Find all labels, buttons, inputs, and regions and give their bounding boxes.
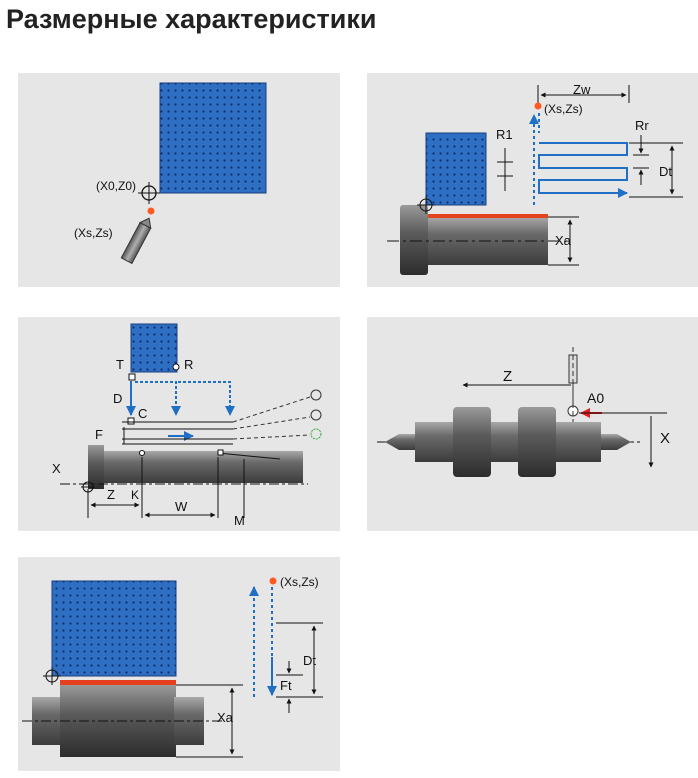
workpiece-block: [51, 580, 177, 677]
toolpath: [249, 586, 277, 697]
r1-label: R1: [496, 127, 513, 142]
dt-label: Dt: [659, 164, 672, 179]
start-point: [534, 102, 542, 110]
x-label: X: [52, 461, 61, 476]
center-right: [601, 434, 631, 450]
tool-start-point: [147, 207, 155, 215]
ft-label: Ft: [280, 678, 292, 693]
workpiece-block: [130, 323, 178, 373]
tool-label: (Xs,Zs): [74, 226, 113, 240]
origin-crosshair: [417, 196, 435, 214]
workpiece-block: [425, 132, 487, 206]
k-label: K: [131, 488, 139, 502]
m-label: M: [234, 513, 245, 528]
w-label: W: [175, 499, 188, 514]
z-label: Z: [503, 368, 512, 385]
toolpath: [529, 113, 628, 205]
t-label: T: [116, 357, 124, 372]
panel-axis: Z A0 X: [367, 317, 698, 531]
start-point: [269, 577, 277, 585]
shaft-collar-right: [518, 407, 556, 477]
corner-c-marker: [127, 417, 135, 425]
panel-facing: R1 Zw (Xs,Zs) Rr Dt Xa: [367, 73, 698, 287]
shaft-body: [415, 422, 601, 462]
shaft-collar-left: [453, 407, 491, 477]
a0-label: A0: [587, 390, 604, 406]
start-label: (Xs,Zs): [544, 102, 583, 116]
origin-crosshair: [138, 182, 160, 204]
r1-dimension: [497, 148, 513, 191]
x-label: X: [660, 430, 670, 447]
chuck-jaw: [400, 205, 428, 275]
xa-label: Xa: [217, 710, 234, 725]
toolpath: [126, 381, 235, 441]
panel-origin: (X0,Z0) (Xs,Zs): [18, 73, 340, 287]
shaft: [103, 451, 303, 483]
corner-t-marker: [128, 373, 136, 381]
corner-r-marker: [172, 363, 180, 371]
gauge-leaders: [232, 396, 311, 440]
f-label: F: [95, 427, 103, 442]
cut-layer: [60, 680, 176, 685]
z-label: Z: [107, 487, 115, 502]
c-label: C: [138, 406, 147, 421]
xa-label: Xa: [555, 233, 572, 248]
workpiece-block: [159, 82, 267, 194]
origin-label: (X0,Z0): [96, 179, 136, 193]
origin-crosshair: [43, 667, 61, 685]
page-title: Размерные характеристики: [6, 4, 377, 34]
panel-groove: T R C D F X Z: [18, 317, 340, 531]
gauge-icon: [310, 389, 322, 440]
d-label: D: [113, 391, 122, 406]
rr-label: Rr: [635, 118, 649, 133]
cut-layer: [428, 214, 548, 218]
cutting-tool: [120, 217, 152, 265]
panel-plunge: Xa (Xs,Zs) Dt Ft: [18, 557, 340, 771]
center-left: [385, 434, 415, 450]
shaft-step: [88, 445, 104, 489]
start-label: (Xs,Zs): [280, 575, 319, 589]
r-label: R: [184, 357, 193, 372]
